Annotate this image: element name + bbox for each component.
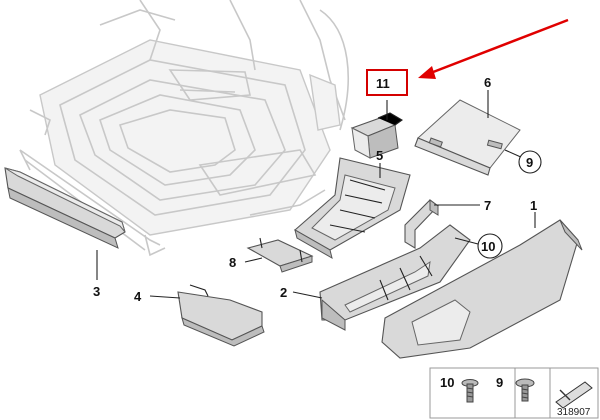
callout-4: 4 — [134, 289, 142, 304]
part-4-side-trim[interactable] — [177, 284, 265, 347]
leader-lines — [96, 90, 536, 299]
seat-frame-ghost — [19, 0, 349, 257]
callout-5: 5 — [376, 148, 383, 163]
callout-9: 9 — [526, 155, 533, 170]
part-7-clip[interactable] — [404, 199, 439, 249]
callout-10: 10 — [481, 239, 495, 254]
part-5-tray[interactable] — [294, 157, 411, 260]
callout-7: 7 — [484, 198, 491, 213]
part-2-inner-cover[interactable] — [319, 224, 471, 331]
callout-6: 6 — [484, 75, 491, 90]
legend-label-9: 9 — [496, 375, 503, 390]
callout-3: 3 — [93, 284, 100, 299]
callout-8: 8 — [229, 255, 236, 270]
diagram-number: 318907 — [557, 407, 591, 418]
callout-11-highlight-box — [366, 69, 408, 96]
screw-10-icon — [461, 379, 479, 403]
hardware-legend — [429, 367, 599, 419]
legend-label-10: 10 — [440, 375, 454, 390]
part-8-bracket[interactable] — [246, 237, 314, 273]
callout-11: 11 — [376, 76, 390, 91]
screw-9-icon — [515, 378, 535, 402]
part-3-front-trim[interactable] — [4, 167, 126, 249]
callout-2: 2 — [280, 285, 287, 300]
part-6-plate[interactable] — [414, 99, 521, 176]
callout-10-circle — [477, 233, 503, 259]
tool-icon — [555, 381, 593, 409]
callout-9-circle — [518, 150, 542, 174]
part-11-bracket[interactable] — [350, 112, 404, 159]
part-1-outer-cover[interactable] — [381, 219, 583, 359]
highlight-arrow — [418, 18, 569, 79]
callout-1: 1 — [530, 198, 537, 213]
